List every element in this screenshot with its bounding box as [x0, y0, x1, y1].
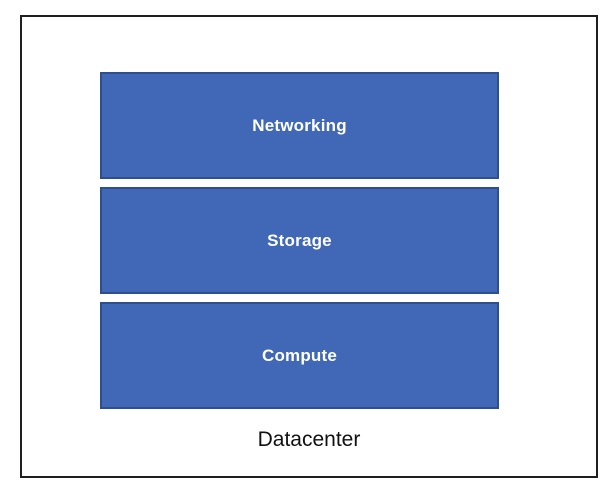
layer-label-compute: Compute	[261, 345, 338, 365]
layer-box-storage: Storage	[100, 187, 499, 294]
layer-box-compute: Compute	[100, 302, 499, 409]
datacenter-label: Datacenter	[257, 428, 361, 451]
layer-label-networking: Networking	[252, 115, 347, 135]
layer-label-storage: Storage	[267, 230, 332, 250]
layer-box-networking: Networking	[100, 72, 499, 179]
datacenter-frame: Networking Storage Compute	[20, 15, 598, 478]
